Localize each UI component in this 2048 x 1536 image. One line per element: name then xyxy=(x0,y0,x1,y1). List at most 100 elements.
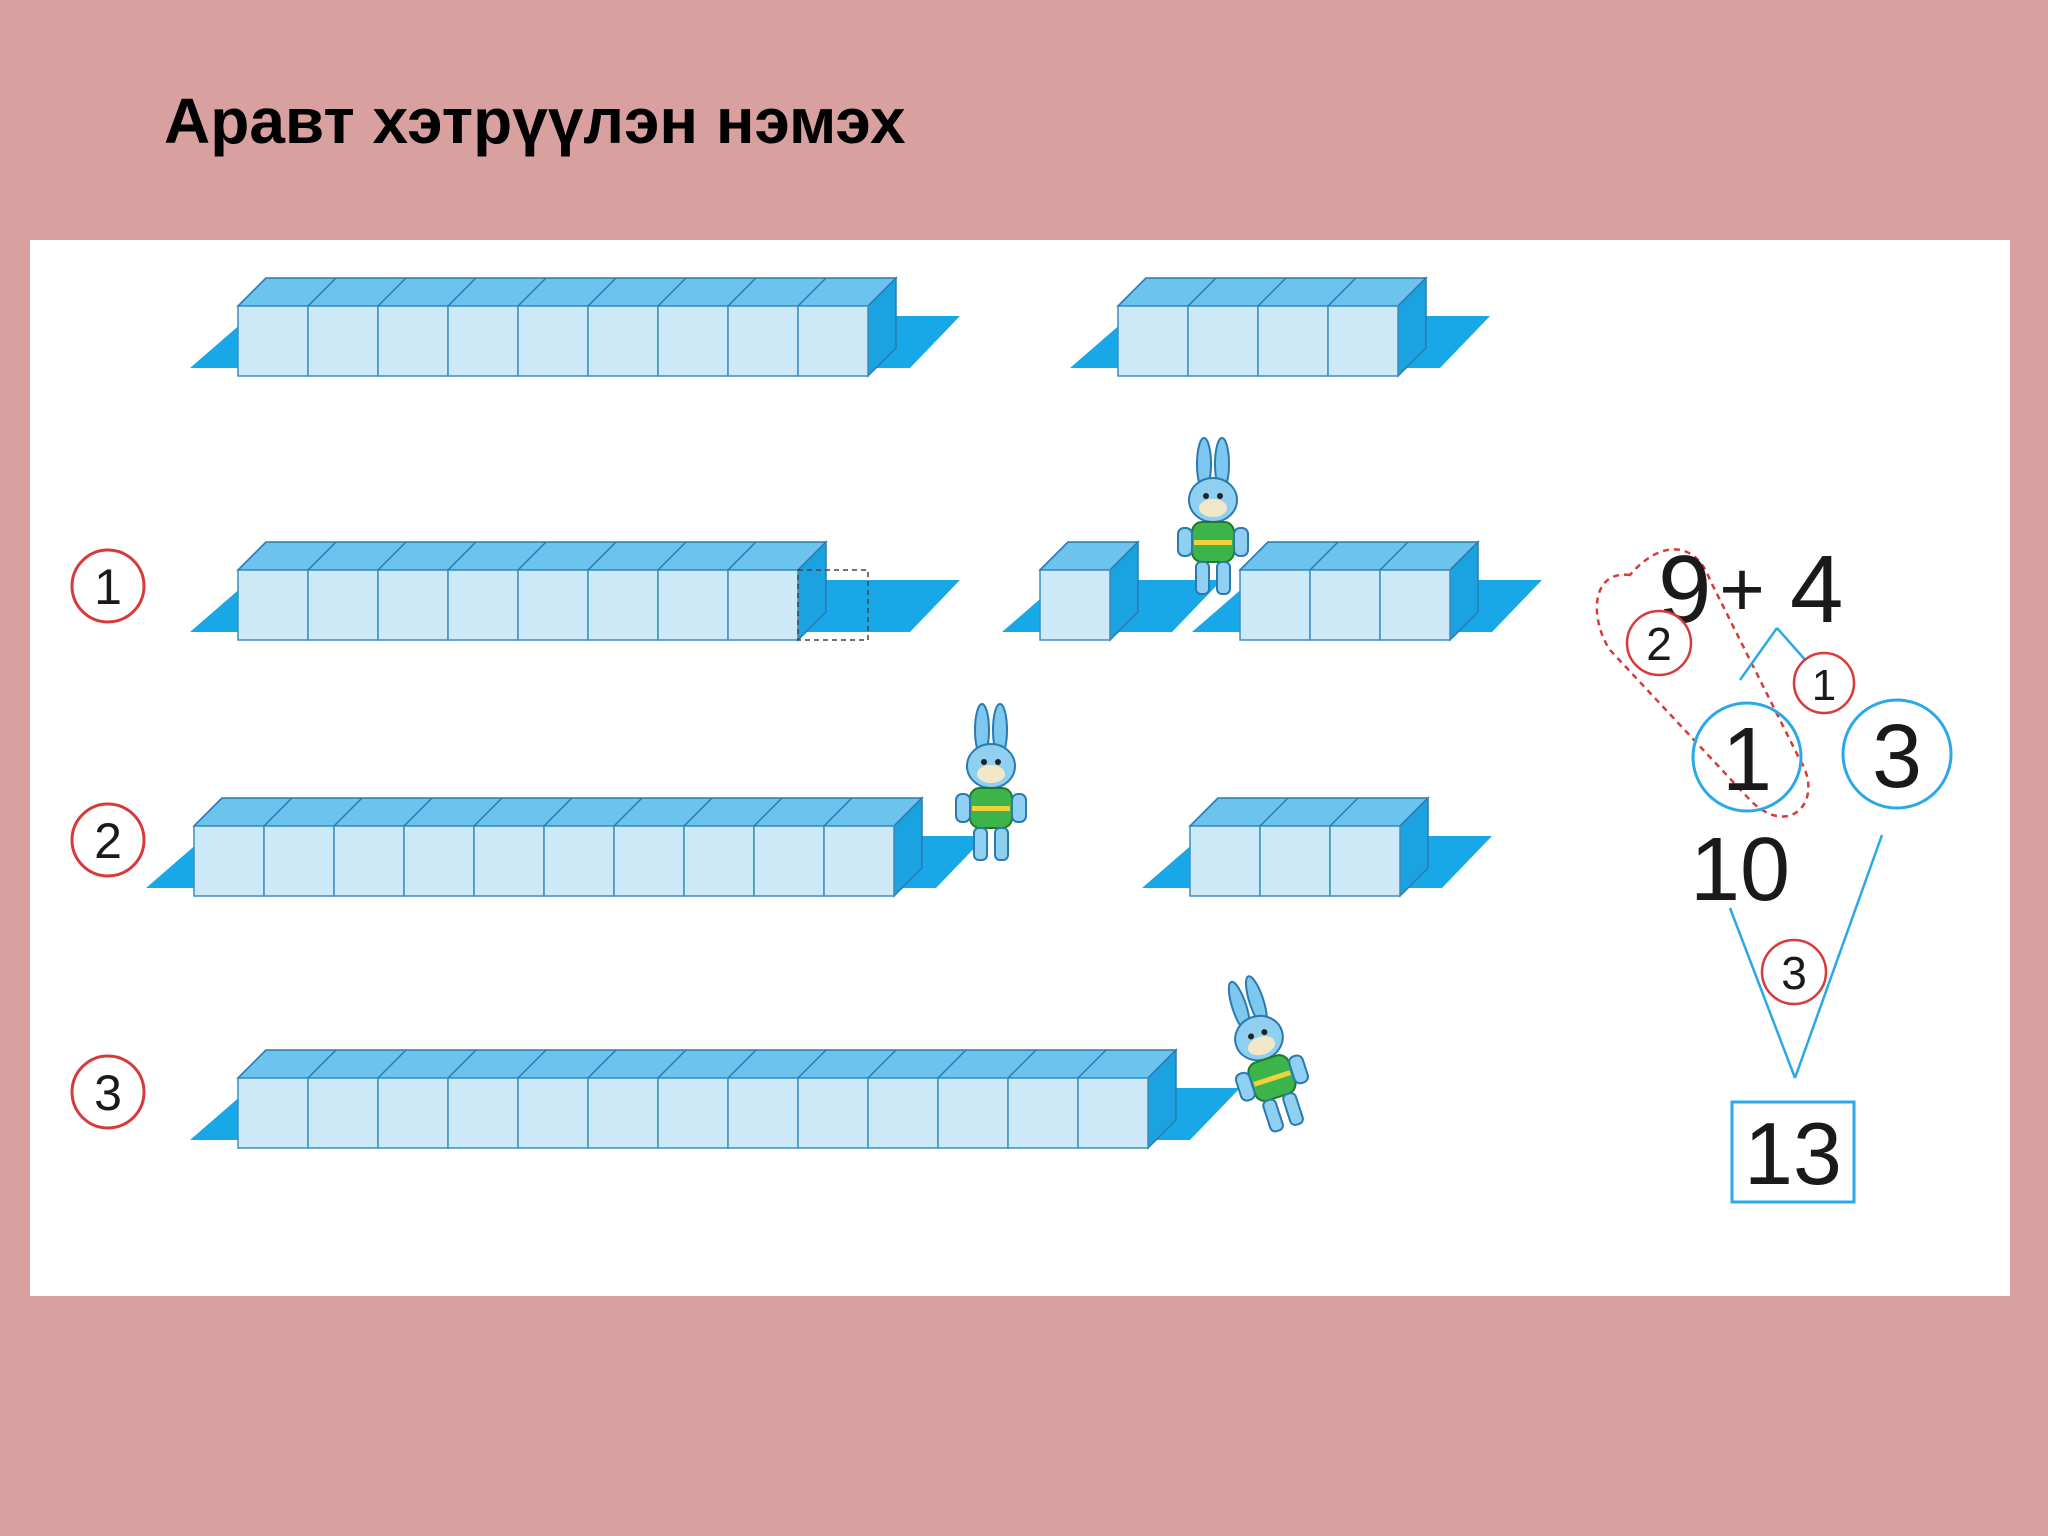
row3-bar-edge xyxy=(797,1049,827,1079)
row-marker-2-label: 2 xyxy=(94,813,122,869)
row0-left-bar-edge xyxy=(657,277,687,307)
row1-left-bar-edge xyxy=(447,541,477,571)
row0-left-bar-edge xyxy=(727,277,757,307)
row2-left-bar-cube xyxy=(403,825,475,897)
row2-left-bar-edge xyxy=(543,797,573,827)
bunny-row1-icon xyxy=(1177,437,1249,595)
row0-left-bar-edge xyxy=(307,277,337,307)
step-marker-2-label: 2 xyxy=(1646,618,1672,670)
row2-left-bar-cube xyxy=(543,825,615,897)
row3-bar-cube xyxy=(1077,1077,1149,1149)
row3-bar-edge xyxy=(587,1049,617,1079)
row2-right-bar-edge xyxy=(1259,797,1289,827)
row3-bar-cube xyxy=(1007,1077,1079,1149)
row2-right-bar-cube xyxy=(1329,825,1401,897)
row3-bar-edge xyxy=(237,1049,267,1079)
slide-title: Аравт хэтрүүлэн нэмэх xyxy=(164,85,906,157)
row-marker-3: 3 xyxy=(70,1054,146,1130)
row3-bar-cube xyxy=(587,1077,659,1149)
operand-b: 4 xyxy=(1790,536,1843,643)
result-box xyxy=(1730,1100,1856,1204)
row0-right-bar-edge xyxy=(1187,277,1217,307)
row2-right-bar-cube xyxy=(1189,825,1261,897)
row3-bar-cube xyxy=(797,1077,869,1149)
result-value: 13 xyxy=(1744,1104,1842,1203)
row3-bar-edge xyxy=(727,1049,757,1079)
row1-left-bar-cube xyxy=(517,569,589,641)
row-marker-2: 2 xyxy=(70,802,146,878)
part-three-circle xyxy=(1841,698,1953,810)
row1-left-bar-cube xyxy=(307,569,379,641)
row2-right-bar-edge xyxy=(1329,797,1359,827)
row1-left-bar-cube xyxy=(587,569,659,641)
row1-split-bar-edge xyxy=(1039,541,1069,571)
row0-right-bar-cube xyxy=(1187,305,1259,377)
row1-left-bar-cube xyxy=(727,569,799,641)
step-marker-3-label: 3 xyxy=(1781,947,1807,999)
row3-bar-edge xyxy=(307,1049,337,1079)
row1-right-bar-cube xyxy=(1379,569,1451,641)
row1-split-bar-cube xyxy=(1039,569,1111,641)
addition-scheme: 9 + 4 1 3 10 13 2 1 xyxy=(1595,536,1953,1204)
cube-rows xyxy=(146,276,1542,1150)
row1-left-bar-edge xyxy=(727,541,757,571)
row0-right-bar-edge xyxy=(1117,277,1147,307)
row2-left-bar-cube xyxy=(333,825,405,897)
row0-left-bar-cube xyxy=(797,305,869,377)
row2-left-bar-edge xyxy=(473,797,503,827)
row1-left-bar-edge xyxy=(517,541,547,571)
part-one-circle xyxy=(1691,701,1803,813)
row0-right-bar-edge xyxy=(1257,277,1287,307)
row0-left-bar-edge xyxy=(377,277,407,307)
row1-right-bar-cube xyxy=(1309,569,1381,641)
row1-left-bar-edge xyxy=(237,541,267,571)
row2-left-bar-edge xyxy=(683,797,713,827)
row3-bar-cube xyxy=(727,1077,799,1149)
row1-left-bar-cube xyxy=(377,569,449,641)
row0-left-bar-edge xyxy=(797,277,827,307)
row3-bar-edge xyxy=(867,1049,897,1079)
step-marker-2: 2 xyxy=(1625,609,1693,677)
row3-bar-edge xyxy=(377,1049,407,1079)
row3-bar-edge xyxy=(517,1049,547,1079)
row3-bar-cube xyxy=(517,1077,589,1149)
row1-right-bar-top xyxy=(1238,541,1480,571)
row1-left-bar-cube xyxy=(657,569,729,641)
row2-left-bar-edge xyxy=(823,797,853,827)
row1-left-bar-edge xyxy=(307,541,337,571)
row0-right-bar-cube xyxy=(1117,305,1189,377)
step-marker-1: 1 xyxy=(1792,651,1856,715)
row1-right-bar-edge xyxy=(1379,541,1409,571)
row2-left-bar-edge xyxy=(753,797,783,827)
group-loop xyxy=(1595,548,1810,818)
row3-bar-edge xyxy=(447,1049,477,1079)
row2-right-bar-top xyxy=(1188,797,1430,827)
row3-bar-cube xyxy=(867,1077,939,1149)
row3-bar-edge xyxy=(657,1049,687,1079)
row2-left-bar-edge xyxy=(613,797,643,827)
row2-left-bar-cube xyxy=(683,825,755,897)
row0-right-bar-edge xyxy=(1327,277,1357,307)
row2-left-bar-cube xyxy=(263,825,335,897)
row0-left-bar-cube xyxy=(447,305,519,377)
row0-left-bar-edge xyxy=(587,277,617,307)
row0-right-bar-cube xyxy=(1327,305,1399,377)
row0-left-bar-cube xyxy=(377,305,449,377)
row2-right-bar-cube xyxy=(1259,825,1331,897)
row3-bar-cube xyxy=(377,1077,449,1149)
row3-bar-top xyxy=(236,1049,1178,1079)
bunny-row3-icon xyxy=(1205,967,1323,1140)
row0-left-bar-cube xyxy=(517,305,589,377)
row1-right-bar-cube xyxy=(1239,569,1311,641)
row2-left-bar-cube xyxy=(823,825,895,897)
row0-right-bar-cube xyxy=(1257,305,1329,377)
illustration-panel: 1 2 3 xyxy=(30,240,2010,1296)
row0-left-bar-cube xyxy=(727,305,799,377)
row0-left-bar-edge xyxy=(237,277,267,307)
row2-left-bar-edge xyxy=(263,797,293,827)
row1-left-bar-edge xyxy=(657,541,687,571)
part-one: 1 xyxy=(1722,710,1772,810)
row1-right-bar-edge xyxy=(1239,541,1269,571)
row0-left-bar-edge xyxy=(517,277,547,307)
